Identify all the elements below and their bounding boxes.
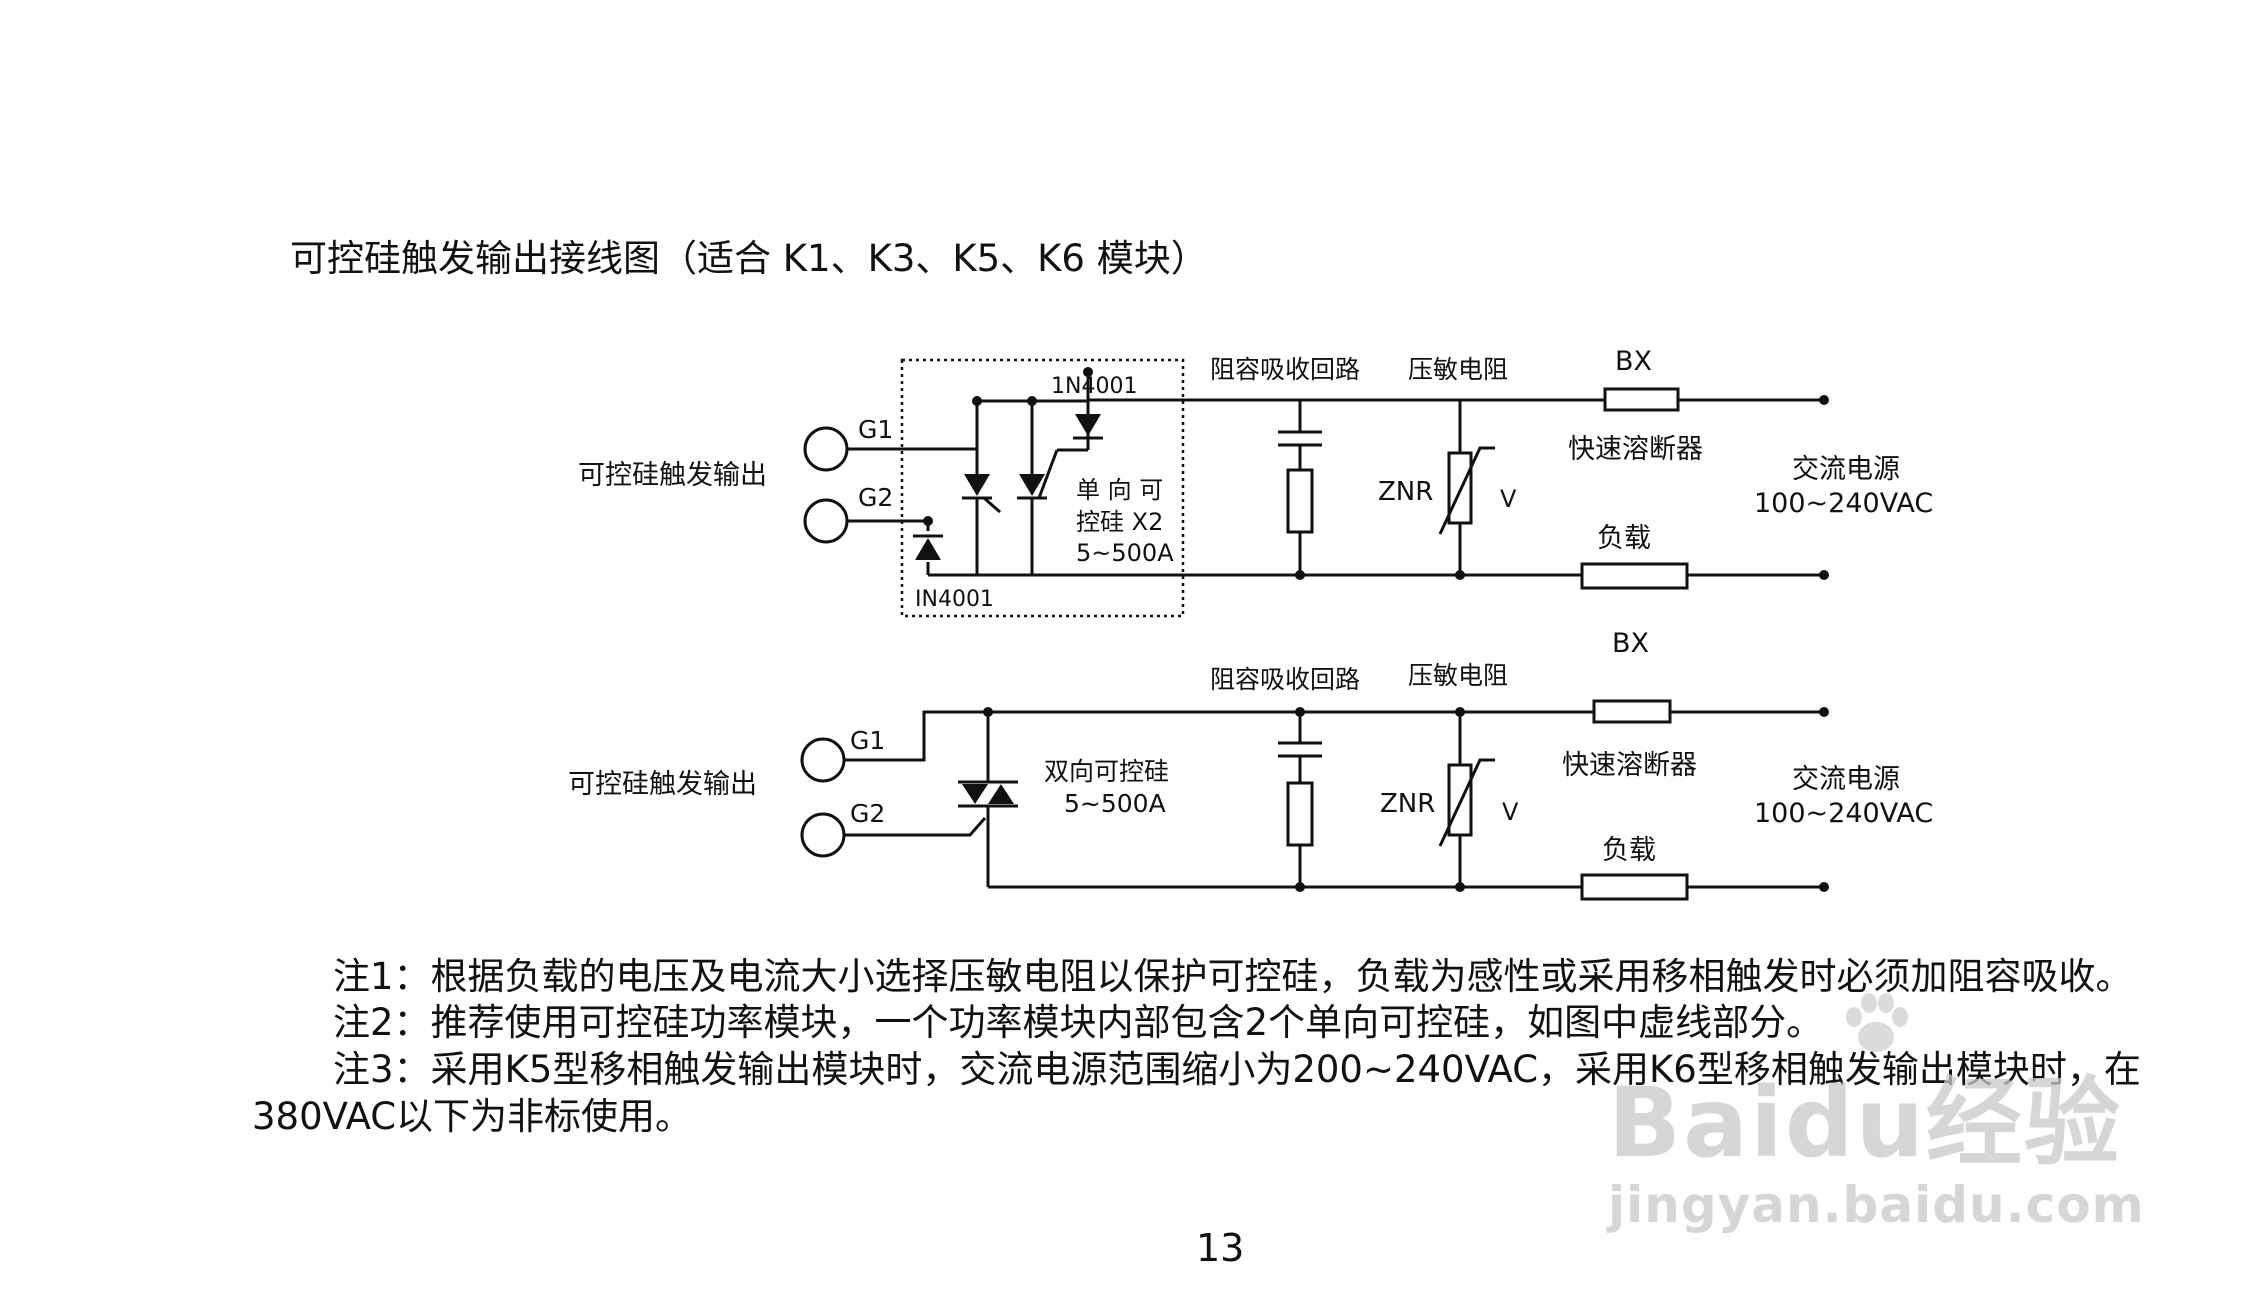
d2-resistor xyxy=(1286,781,1314,847)
d1-scr-label-1: 单 向 可 xyxy=(1076,476,1163,504)
d1-scr-2 xyxy=(1019,474,1045,496)
d1-g1-terminal xyxy=(803,426,849,472)
d1-diode-bottom-label: IN4001 xyxy=(915,587,994,612)
note-3-line-2: 380VAC以下为非标使用。 xyxy=(252,1095,693,1138)
watermark-logo: Baidu经验 xyxy=(1608,1067,2122,1179)
d1-load xyxy=(1580,562,1689,590)
d2-ac-range: 100~240VAC xyxy=(1754,798,1933,829)
d2-g1-terminal xyxy=(800,737,846,783)
d2-triac-label-2: 5~500A xyxy=(1064,789,1166,818)
d2-rc-label: 阻容吸收回路 xyxy=(1210,665,1360,694)
d1-module-box xyxy=(900,358,1185,618)
d1-output-label: 可控硅触发输出 xyxy=(578,460,767,491)
d1-g2-label: G2 xyxy=(858,483,893,512)
page-number: 13 xyxy=(1196,1226,1245,1270)
d2-triac-label-1: 双向可控硅 xyxy=(1044,757,1169,786)
d2-znr-label: ZNR xyxy=(1380,789,1435,819)
note-1: 注1：根据负载的电压及电流大小选择压敏电阻以保护可控硅，负载为感性或采用移相触发… xyxy=(333,955,2133,998)
d2-fuse-code: BX xyxy=(1612,628,1649,659)
paw-icon xyxy=(1846,993,1908,1052)
d1-ac-label: 交流电源 xyxy=(1792,454,1900,485)
d1-resistor xyxy=(1286,468,1314,534)
d1-scr-label-3: 5~500A xyxy=(1076,539,1174,567)
d1-diode-top-label: 1N4001 xyxy=(1051,374,1137,399)
baidu-watermark: Baidu经验 jingyan.baidu.com xyxy=(1608,993,2145,1234)
d2-triac-b xyxy=(988,784,1014,804)
d1-fuse-code: BX xyxy=(1615,346,1652,377)
note-3-line-1: 注3：采用K5型移相触发输出模块时，交流电源范围缩小为200~240VAC，采用… xyxy=(333,1048,2141,1091)
d1-diode-bottom xyxy=(915,538,941,560)
d2-v-label: V xyxy=(1502,798,1519,826)
d1-fuse-label: 快速溶断器 xyxy=(1568,434,1703,465)
page-title: 可控硅触发输出接线图（适合 K1、K3、K5、K6 模块） xyxy=(290,237,1208,280)
d2-g1-label: G1 xyxy=(850,726,885,755)
watermark-url: jingyan.baidu.com xyxy=(1608,1176,2145,1234)
d1-rc-label: 阻容吸收回路 xyxy=(1210,355,1360,384)
d1-scr-label-2: 控硅 X2 xyxy=(1076,508,1163,536)
d2-load xyxy=(1580,873,1689,901)
d2-varistor-label: 压敏电阻 xyxy=(1408,661,1508,690)
d1-fuse xyxy=(1603,387,1680,412)
d2-output-label: 可控硅触发输出 xyxy=(568,769,757,800)
note-2: 注2：推荐使用可控硅功率模块，一个功率模块内部包含2个单向可控硅，如图中虚线部分… xyxy=(333,1001,1824,1044)
d2-load-label: 负载 xyxy=(1602,835,1656,866)
d1-scr-1 xyxy=(964,474,990,496)
d2-fuse-label: 快速溶断器 xyxy=(1562,750,1697,781)
d1-ac-range: 100~240VAC xyxy=(1754,488,1933,519)
diagram-2: 可控硅触发输出 G1 G2 双向可控硅 5~500A 阻容吸收回路 压敏电阻 xyxy=(568,628,1933,901)
d2-ac-label: 交流电源 xyxy=(1792,764,1900,795)
d1-varistor-label: 压敏电阻 xyxy=(1408,355,1508,384)
d2-g2-label: G2 xyxy=(850,799,885,828)
d1-v-label: V xyxy=(1500,485,1517,513)
d1-g2-terminal xyxy=(803,498,849,544)
d1-load-label: 负载 xyxy=(1597,523,1651,554)
d1-znr-label: ZNR xyxy=(1378,477,1433,507)
d2-fuse xyxy=(1592,699,1672,724)
diagram-1: 可控硅触发输出 G1 G2 1N4001 xyxy=(578,346,1933,618)
d2-g2-terminal xyxy=(800,812,846,858)
d1-g1-label: G1 xyxy=(858,415,893,444)
d2-triac-a xyxy=(962,784,988,804)
